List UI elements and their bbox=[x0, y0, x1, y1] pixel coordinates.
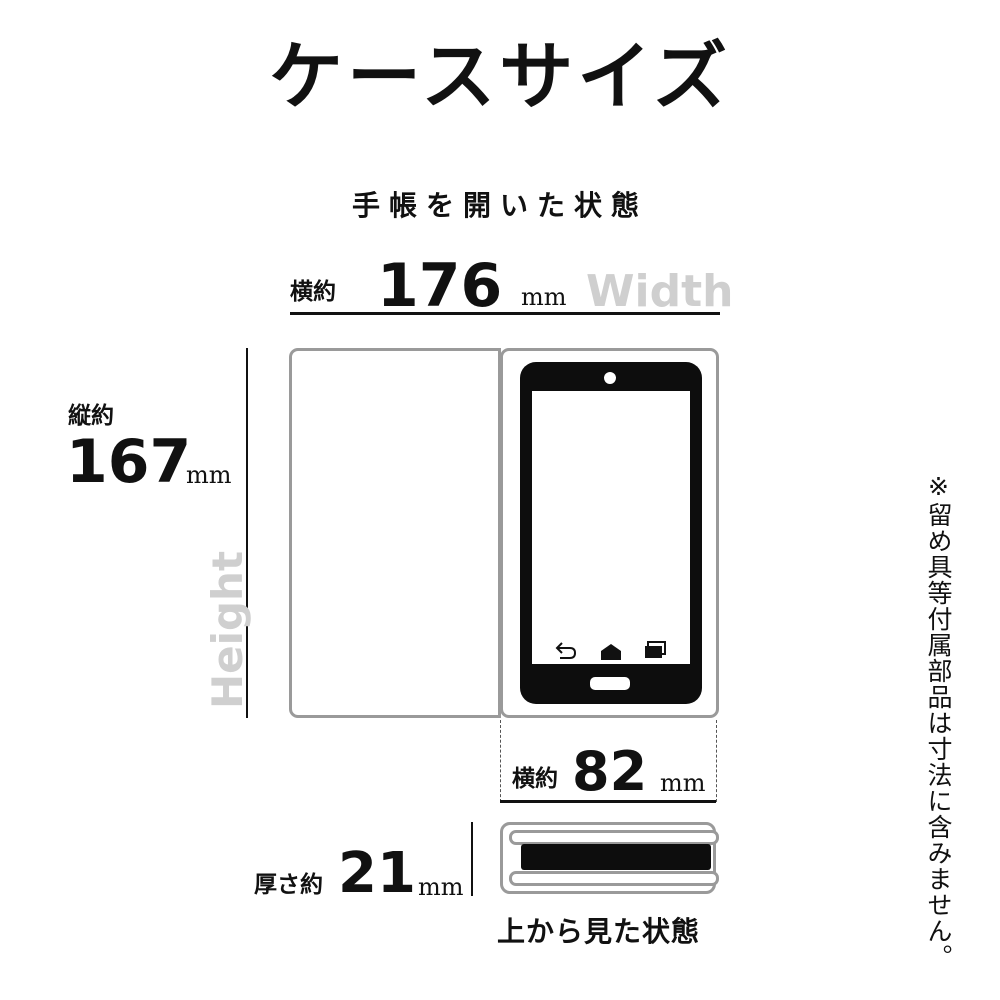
height-unit: mm bbox=[186, 461, 232, 489]
case-phone-panel bbox=[500, 348, 719, 718]
width-english-label: Width bbox=[586, 266, 734, 317]
height-english-label: Height bbox=[203, 550, 252, 710]
phone-screen bbox=[532, 391, 690, 664]
width-dimension-line bbox=[290, 312, 720, 315]
height-dimension-line bbox=[246, 348, 248, 718]
top-view-phone bbox=[521, 844, 711, 870]
phone-width-label: 横約 bbox=[512, 765, 558, 792]
width-label: 横約 bbox=[290, 278, 336, 305]
accessory-note: ※留め具等付属部品は寸法に含みません。 bbox=[924, 472, 953, 970]
phone-width-guide-right bbox=[716, 720, 717, 802]
open-state-label: 手帳を開いた状態 bbox=[351, 189, 648, 222]
top-view-case-outline bbox=[500, 822, 716, 894]
case-cover-panel bbox=[289, 348, 501, 718]
thickness-label: 厚さ約 bbox=[254, 871, 323, 898]
height-english-container: Height bbox=[203, 540, 252, 720]
page-title: ケースサイズ bbox=[268, 34, 732, 120]
height-label: 縦約 bbox=[68, 402, 114, 429]
height-value: 167 bbox=[66, 427, 192, 497]
phone-width-guide-left bbox=[500, 720, 501, 802]
phone-home-button bbox=[590, 677, 630, 690]
top-view-label: 上から見た状態 bbox=[497, 915, 701, 948]
width-unit: mm bbox=[521, 283, 567, 311]
home-icon bbox=[601, 644, 621, 660]
top-view-cover-lower bbox=[509, 871, 719, 886]
width-value: 176 bbox=[377, 251, 503, 321]
thickness-value: 21 bbox=[338, 841, 416, 906]
phone-width-unit: mm bbox=[660, 769, 706, 797]
phone-width-dimension-line bbox=[500, 800, 716, 803]
top-view-cover-upper bbox=[509, 830, 719, 845]
thickness-unit: mm bbox=[418, 873, 464, 901]
front-camera bbox=[604, 372, 616, 384]
back-arrow-icon bbox=[555, 642, 577, 659]
thickness-dimension-line bbox=[471, 822, 473, 896]
recent-apps-icon bbox=[645, 641, 666, 658]
phone-width-value: 82 bbox=[572, 740, 648, 803]
